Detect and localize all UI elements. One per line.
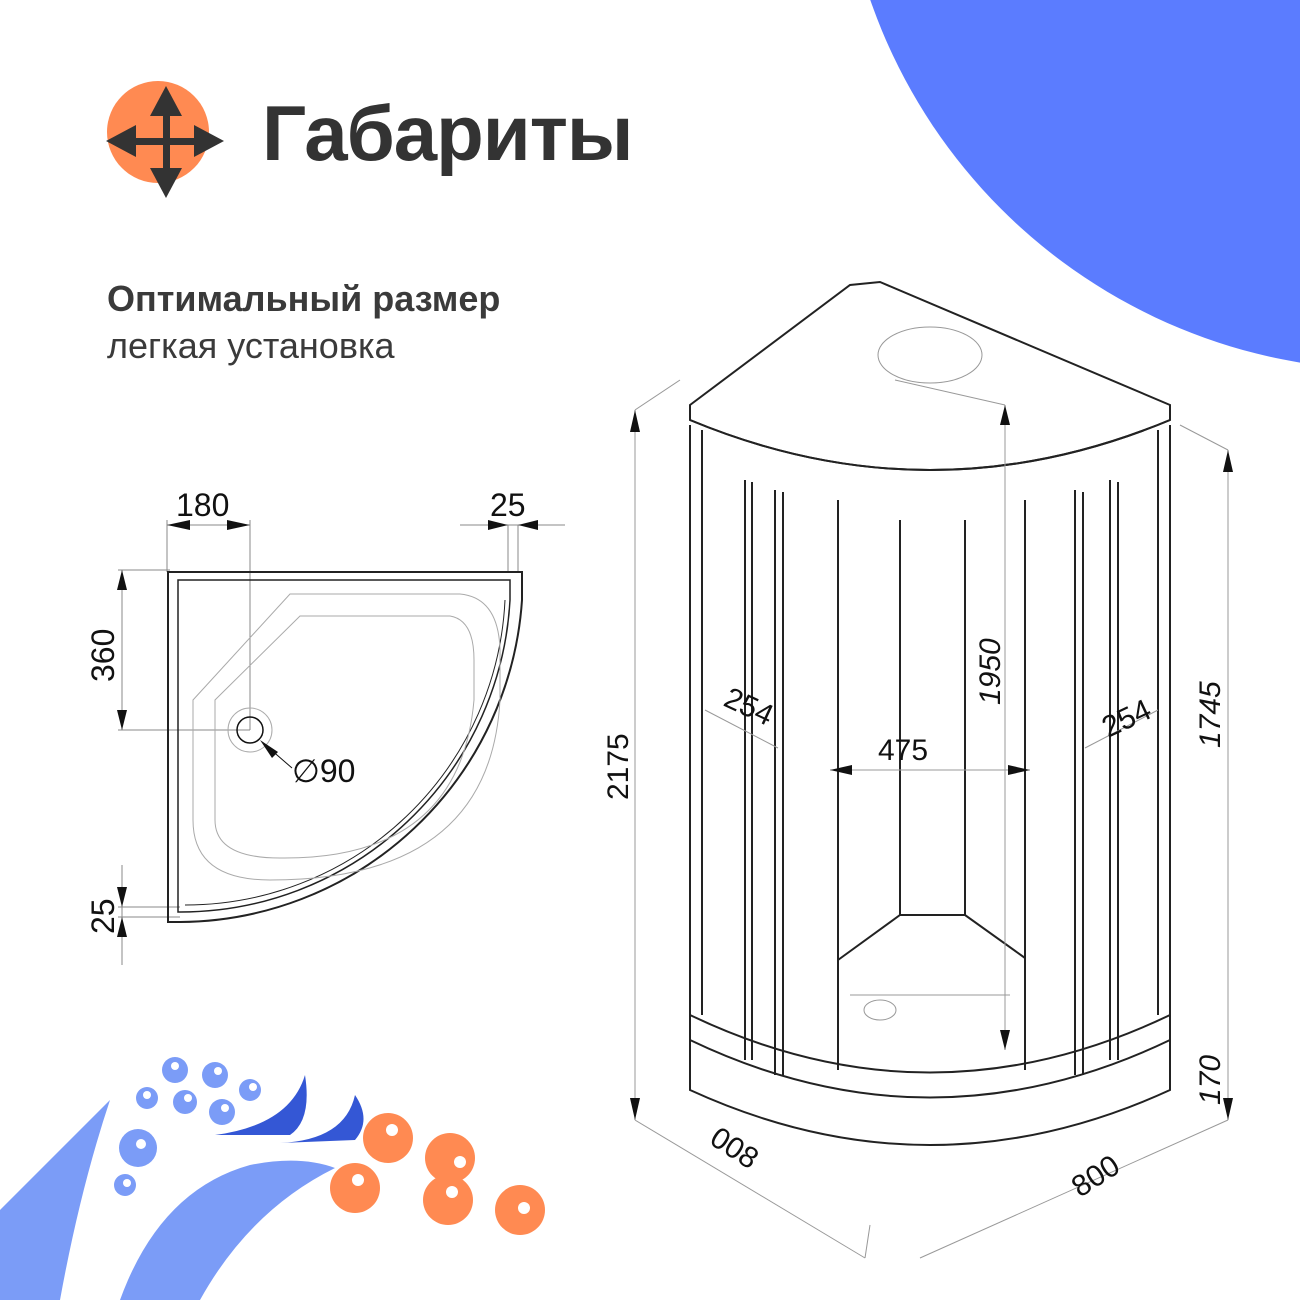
subtitle-bold: Оптимальный размер bbox=[107, 278, 501, 319]
dim-frame-bottom: 25 bbox=[85, 898, 121, 934]
depth-left: 800 bbox=[704, 1121, 764, 1176]
dim-drain-offset-y: 360 bbox=[85, 629, 121, 682]
top-view-drawing: 180 25 360 25 ∅90 bbox=[85, 487, 565, 965]
inner-height: 1950 bbox=[974, 638, 1007, 705]
subtitle-regular: легкая установка bbox=[107, 325, 395, 366]
door-height: 1745 bbox=[1194, 681, 1227, 748]
door-opening: 475 bbox=[878, 734, 928, 767]
depth-right: 800 bbox=[1066, 1149, 1126, 1204]
drain-diameter: ∅90 bbox=[292, 753, 355, 789]
side-panel-left: 254 bbox=[719, 681, 778, 732]
page-title: Габариты bbox=[262, 89, 634, 177]
total-height: 2175 bbox=[602, 733, 635, 800]
dim-drain-offset-x: 180 bbox=[176, 487, 229, 523]
floral-ornament bbox=[0, 1057, 545, 1300]
move-arrows-icon bbox=[106, 81, 224, 198]
dim-frame-right: 25 bbox=[490, 487, 526, 523]
tray-height: 170 bbox=[1194, 1055, 1227, 1105]
